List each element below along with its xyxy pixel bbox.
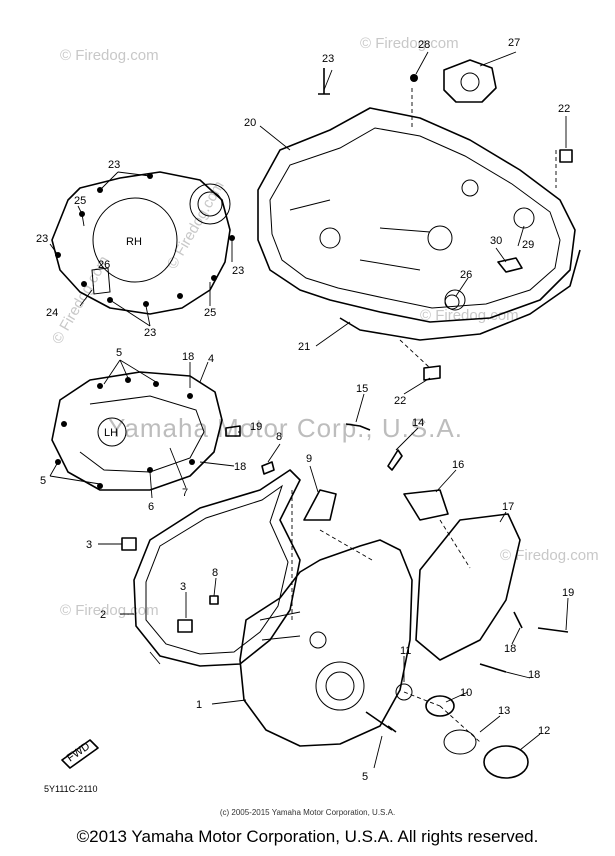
callout-16: 16 (452, 459, 464, 471)
watermark-site: © Firedog.com (360, 35, 459, 52)
callout-23: 23 (36, 233, 48, 245)
cover-text: RH (126, 236, 142, 248)
copyright-main: ©2013 Yamaha Motor Corporation, U.S.A. A… (76, 827, 539, 846)
callout-30: 30 (490, 235, 502, 247)
callout-8: 8 (212, 567, 218, 579)
callout-23: 23 (144, 327, 156, 339)
callout-21: 21 (298, 341, 310, 353)
watermark-site: © Firedog.com (420, 307, 519, 324)
watermark-company: Yamaha Motor Corp., U.S.A. (108, 413, 463, 443)
callout-5: 5 (40, 475, 46, 487)
cover-text: LH (104, 427, 118, 439)
callout-25: 25 (204, 307, 216, 319)
callout-19: 19 (250, 421, 262, 433)
callout-7: 7 (182, 487, 188, 499)
crankcase-cover-right (257, 59, 581, 381)
callout-13: 13 (498, 705, 510, 717)
callout-6: 6 (148, 501, 154, 513)
callout-28: 28 (418, 39, 430, 51)
parts-diagram: © Firedog.com © Firedog.com © Firedog.co… (36, 35, 599, 794)
callout-17: 17 (502, 501, 514, 513)
callout-labels: 1 2 3 3 4 5 5 5 6 7 8 8 9 10 11 12 13 14… (36, 37, 574, 783)
callout-24: 24 (46, 307, 58, 319)
watermark-site: © Firedog.com (60, 602, 159, 619)
callout-25: 25 (74, 195, 86, 207)
watermark-site: © Firedog.com (60, 47, 159, 64)
callout-29: 29 (522, 239, 534, 251)
callout-12: 12 (538, 725, 550, 737)
callout-22: 22 (394, 395, 406, 407)
callout-22: 22 (558, 103, 570, 115)
watermark-site: © Firedog.com (500, 547, 599, 564)
callout-3: 3 (86, 539, 92, 551)
crankcase-cover-left: FWD (61, 423, 569, 779)
callout-26: 26 (98, 259, 110, 271)
callout-5: 5 (362, 771, 368, 783)
callout-23: 23 (108, 159, 120, 171)
callout-11: 11 (400, 645, 411, 657)
callout-18: 18 (504, 643, 516, 655)
callout-27: 27 (508, 37, 520, 49)
copyright-small: (c) 2005-2015 Yamaha Motor Corporation, … (219, 808, 396, 817)
callout-4: 4 (208, 353, 214, 365)
callout-1: 1 (196, 699, 202, 711)
callout-2: 2 (100, 609, 106, 621)
callout-23: 23 (232, 265, 244, 277)
callout-14: 14 (412, 417, 424, 429)
callout-10: 10 (460, 687, 472, 699)
diagram-code: 5Y111C-2110 (44, 784, 98, 794)
callout-18: 18 (234, 461, 246, 473)
callout-20: 20 (244, 117, 256, 129)
outer-cover-right: RH (51, 171, 235, 315)
callout-9: 9 (306, 453, 312, 465)
callout-5: 5 (116, 347, 122, 359)
callout-18: 18 (528, 669, 540, 681)
callout-15: 15 (356, 383, 368, 395)
callout-23: 23 (322, 53, 334, 65)
callout-26: 26 (460, 269, 472, 281)
callout-19: 19 (562, 587, 574, 599)
callout-8: 8 (276, 431, 282, 443)
leader-lines (49, 51, 569, 769)
callout-18: 18 (182, 351, 194, 363)
fwd-label: FWD (65, 740, 92, 764)
callout-3: 3 (180, 581, 186, 593)
